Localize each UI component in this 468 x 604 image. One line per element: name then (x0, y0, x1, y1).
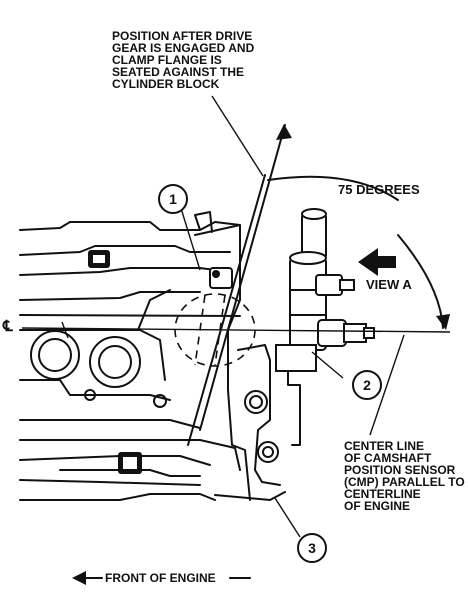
centerline-symbol: ℄ (3, 318, 13, 335)
cmp-note-line: CENTER LINE (344, 439, 425, 453)
callout-1: 1 (169, 191, 177, 207)
callout-2: 2 (363, 377, 371, 393)
angle-label: 75 DEGREES (338, 182, 420, 197)
callout-3: 3 (308, 540, 316, 556)
cmp-note-line: CENTERLINE (344, 487, 421, 501)
front-arrow (72, 571, 251, 585)
callout-circle-2 (352, 370, 382, 400)
front-of-engine-label: FRONT OF ENGINE (105, 571, 216, 585)
view-arrow (358, 248, 396, 276)
engine-block (19, 211, 286, 501)
cmp-sensor (275, 208, 375, 446)
cmp-note-line: OF CAMSHAFT (344, 451, 432, 465)
view-label: VIEW A (366, 277, 412, 292)
position-note: POSITION AFTER DRIVE GEAR IS ENGAGED AND… (112, 30, 254, 90)
position-note-line: POSITION AFTER DRIVE (112, 29, 253, 43)
callout-circle-3 (297, 533, 327, 563)
reference-lines (21, 95, 451, 538)
position-note-line: CLAMP FLANGE IS (112, 53, 222, 67)
callout-circle-1 (158, 184, 188, 214)
cmp-note-line: OF ENGINE (344, 499, 411, 513)
cmp-note: CENTER LINE OF CAMSHAFT POSITION SENSOR … (344, 440, 465, 512)
position-note-line: GEAR IS ENGAGED AND (112, 41, 255, 55)
position-note-line: SEATED AGAINST THE (112, 65, 245, 79)
position-note-line: CYLINDER BLOCK (112, 77, 220, 91)
cmp-note-line: (CMP) PARALLEL TO (344, 475, 465, 489)
cmp-note-line: POSITION SENSOR (344, 463, 456, 477)
